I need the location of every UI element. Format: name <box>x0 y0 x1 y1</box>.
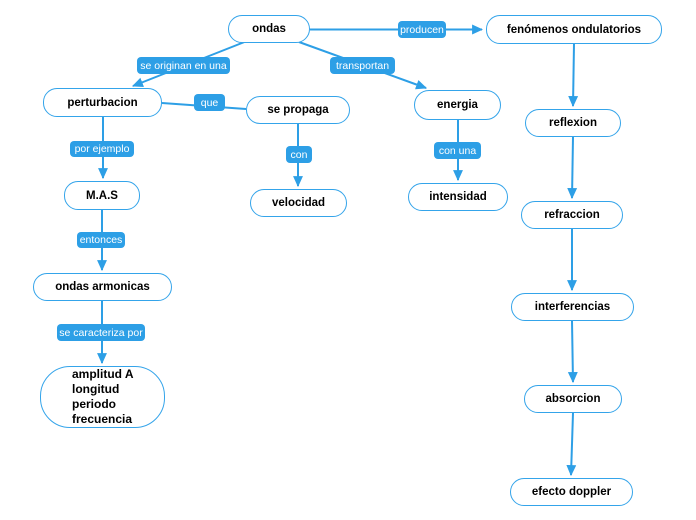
link-label-text: entonces <box>79 234 123 246</box>
link-label-text: con <box>290 148 308 161</box>
node-label: absorcion <box>545 393 601 405</box>
node-intensidad[interactable]: intensidad <box>408 183 508 211</box>
node-energia[interactable]: energia <box>414 90 501 120</box>
node-label: reflexion <box>549 117 597 129</box>
link-label-se-caracteriza-por[interactable]: se caracteriza por <box>57 324 145 341</box>
link-label-text: producen <box>400 23 444 36</box>
node-label: velocidad <box>271 197 326 209</box>
node-label: intensidad <box>429 191 487 203</box>
link-label-transportan[interactable]: transportan <box>330 57 395 74</box>
node-fenomenos-ondulatorios[interactable]: fenómenos ondulatorios <box>486 15 662 44</box>
node-label: amplitud A longitud periodo frecuencia <box>72 367 134 426</box>
edge-absorcion-to-efecto-doppler <box>566 412 577 477</box>
node-reflexion[interactable]: reflexion <box>525 109 621 137</box>
node-label: perturbacion <box>67 96 138 109</box>
link-label-con-una[interactable]: con una <box>434 142 481 159</box>
link-label-que[interactable]: que <box>194 94 225 111</box>
node-label: efecto doppler <box>531 486 612 498</box>
link-label-text: se caracteriza por <box>59 326 143 339</box>
node-interferencias[interactable]: interferencias <box>511 293 634 321</box>
link-label-entonces[interactable]: entonces <box>77 232 125 248</box>
edge-interferencias-to-absorcion <box>567 320 578 384</box>
node-label: se propaga <box>267 104 329 116</box>
node-label: fenómenos ondulatorios <box>506 23 642 36</box>
link-label-se-originan-en-una[interactable]: se originan en una <box>137 57 230 74</box>
node-efecto-doppler[interactable]: efecto doppler <box>510 478 633 506</box>
node-se-propaga[interactable]: se propaga <box>246 96 350 124</box>
edge-fenomenos-ondulatorios-to-reflexion <box>568 43 579 108</box>
link-label-con[interactable]: con <box>286 146 312 163</box>
link-label-por-ejemplo[interactable]: por ejemplo <box>70 141 134 157</box>
link-label-text: que <box>200 96 219 109</box>
node-velocidad[interactable]: velocidad <box>250 189 347 217</box>
link-label-producen[interactable]: producen <box>398 21 446 38</box>
node-amplitud-longitud-periodo-frecuencia[interactable]: amplitud A longitud periodo frecuencia <box>40 366 165 428</box>
link-label-text: se originan en una <box>140 59 227 72</box>
node-ondas-armonicas[interactable]: ondas armonicas <box>33 273 172 301</box>
node-mas[interactable]: M.A.S <box>64 181 140 210</box>
node-label: M.A.S <box>86 189 118 202</box>
link-label-text: con una <box>438 144 477 157</box>
node-ondas[interactable]: ondas <box>228 15 310 43</box>
node-label: ondas <box>252 23 286 35</box>
node-absorcion[interactable]: absorcion <box>524 385 622 413</box>
node-label: interferencias <box>534 301 611 313</box>
node-label: ondas armonicas <box>55 281 150 293</box>
node-perturbacion[interactable]: perturbacion <box>43 88 162 117</box>
node-label: refraccion <box>544 209 600 221</box>
node-label: energia <box>437 99 478 111</box>
edge-reflexion-to-refraccion <box>567 136 578 200</box>
link-label-text: por ejemplo <box>74 143 130 155</box>
node-refraccion[interactable]: refraccion <box>521 201 623 229</box>
link-label-text: transportan <box>335 59 390 72</box>
